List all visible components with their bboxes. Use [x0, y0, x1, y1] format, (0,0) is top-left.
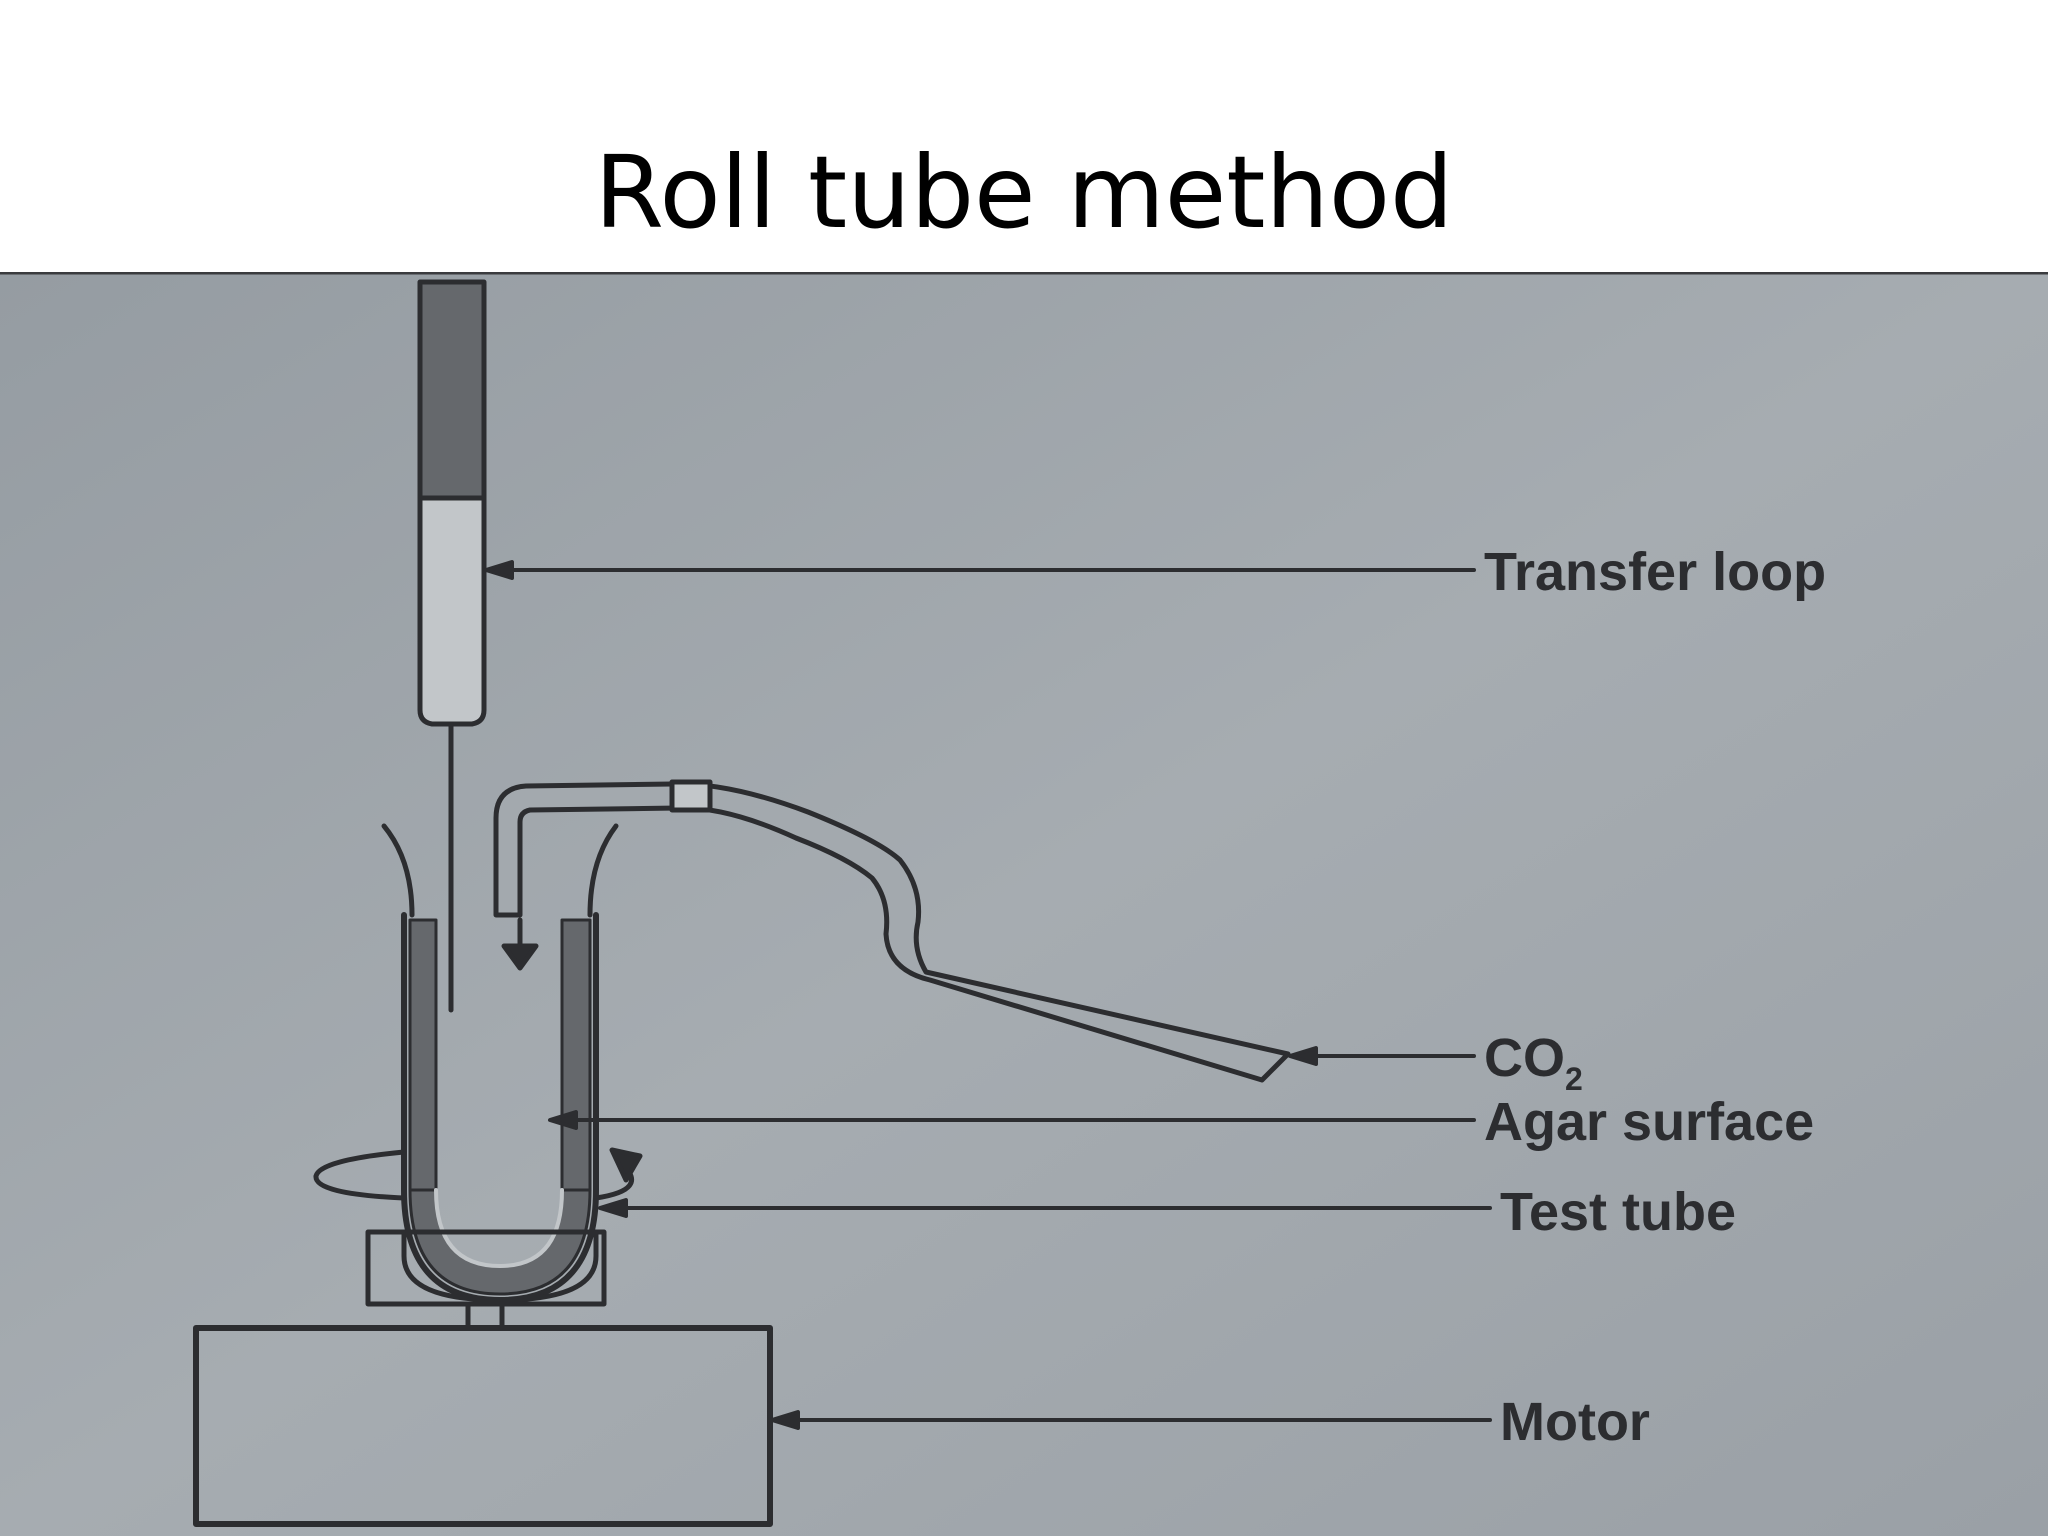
leader-test-tube-head: [598, 1198, 628, 1218]
tube-inner-curve: [434, 1188, 564, 1268]
leader-co2-head: [1288, 1046, 1318, 1066]
leader-transfer-loop-head: [484, 560, 514, 580]
loop-handle-light: [417, 495, 487, 727]
motor-box: [193, 1325, 773, 1527]
co2-tube: [493, 779, 1291, 1083]
leader-agar-surface-head: [548, 1110, 578, 1130]
label-co2: CO2: [1484, 1028, 1583, 1097]
label-co2-subscript: 2: [1565, 1061, 1583, 1097]
label-test-tube: Test tube: [1500, 1182, 1736, 1242]
leader-motor-head: [770, 1410, 800, 1430]
tube-lip-right: [587, 823, 619, 918]
co2-tube-outer: [493, 781, 1291, 1083]
rotation-indicator: [313, 1147, 643, 1201]
rotation-ellipse-back: [313, 1149, 407, 1201]
label-agar-surface: Agar surface: [1484, 1092, 1814, 1152]
label-motor: Motor: [1500, 1392, 1650, 1452]
holder-cradle: [401, 1229, 599, 1303]
label-transfer-loop: Transfer loop: [1484, 542, 1826, 602]
label-co2-main: CO: [1484, 1028, 1565, 1088]
transfer-loop: [417, 279, 487, 1013]
diagram-background: [0, 272, 2048, 1536]
roll-tube-diagram: Transfer loop CO2 Agar surface Test tube…: [0, 272, 2048, 1536]
co2-tube-connector: [669, 779, 713, 813]
loop-handle-dark: [417, 279, 487, 501]
co2-flow-arrow-head: [501, 943, 539, 971]
agar-layer-right: [560, 918, 592, 1192]
leader-lines: [484, 560, 1492, 1430]
tube-lip-left: [381, 823, 415, 918]
agar-layer-left: [408, 918, 438, 1192]
slide-title: Roll tube method: [594, 134, 1454, 251]
rotation-arrow-head: [609, 1147, 643, 1183]
